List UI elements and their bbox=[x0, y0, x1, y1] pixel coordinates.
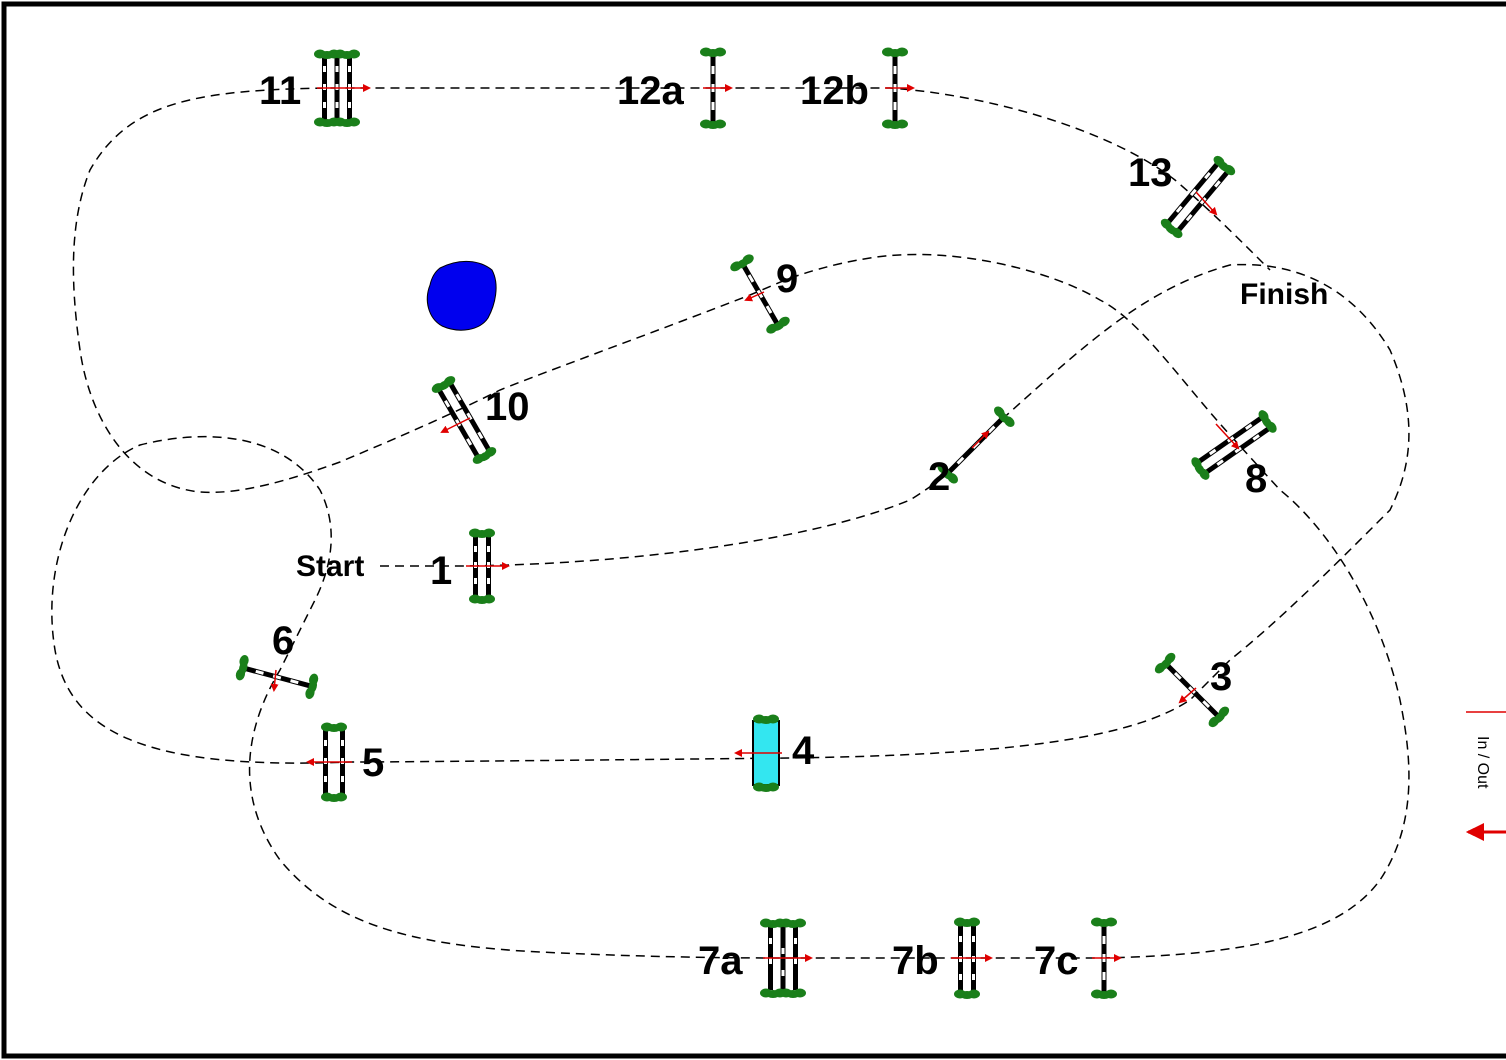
course-track bbox=[51, 87, 1410, 959]
fence-1 bbox=[466, 528, 510, 604]
in-out-arrow-head bbox=[1466, 823, 1484, 841]
fence-13 bbox=[1158, 153, 1238, 241]
fence-7a bbox=[760, 918, 813, 998]
pond bbox=[426, 261, 497, 331]
fence-label-7b: 7b bbox=[892, 939, 939, 983]
fence-5 bbox=[306, 722, 352, 802]
fence-3-arrow bbox=[1178, 687, 1197, 704]
fence-label-8: 8 bbox=[1245, 457, 1267, 501]
in-out-label: In / Out bbox=[1474, 736, 1491, 789]
fence-8-arrow bbox=[1215, 423, 1240, 450]
fence-label-13: 13 bbox=[1128, 151, 1173, 195]
fence-7c bbox=[1091, 917, 1122, 999]
fence-10-arrow bbox=[440, 417, 471, 433]
track-start-to-2 bbox=[51, 87, 1410, 959]
fence-3 bbox=[1152, 650, 1232, 730]
fence-label-11: 11 bbox=[259, 69, 301, 113]
fence-label-5: 5 bbox=[362, 741, 384, 785]
start-label: Start bbox=[296, 550, 364, 583]
fence-label-6: 6 bbox=[272, 619, 294, 663]
fence-12a bbox=[700, 47, 733, 129]
fence-label-1: 1 bbox=[430, 549, 452, 593]
fence-label-2: 2 bbox=[928, 455, 950, 499]
fence-13-arrow bbox=[1195, 191, 1218, 216]
fence-label-7a: 7a bbox=[698, 939, 743, 983]
finish-label: Finish bbox=[1240, 278, 1328, 311]
fence-label-4: 4 bbox=[792, 729, 815, 773]
fence-6-arrow bbox=[270, 669, 279, 692]
fence-9-arrow bbox=[744, 291, 765, 302]
fence-11 bbox=[314, 49, 371, 127]
fence-2-arrow bbox=[971, 430, 990, 449]
fence-label-10: 10 bbox=[485, 385, 530, 429]
fence-12b bbox=[882, 47, 915, 129]
fence-label-12b: 12b bbox=[800, 69, 869, 113]
fence-7b bbox=[951, 917, 993, 999]
fence-4 bbox=[734, 714, 782, 792]
fence-label-12a: 12a bbox=[617, 69, 684, 113]
fence-label-9: 9 bbox=[776, 257, 798, 301]
fence-label-3: 3 bbox=[1210, 655, 1232, 699]
fence-label-7c: 7c bbox=[1034, 939, 1079, 983]
